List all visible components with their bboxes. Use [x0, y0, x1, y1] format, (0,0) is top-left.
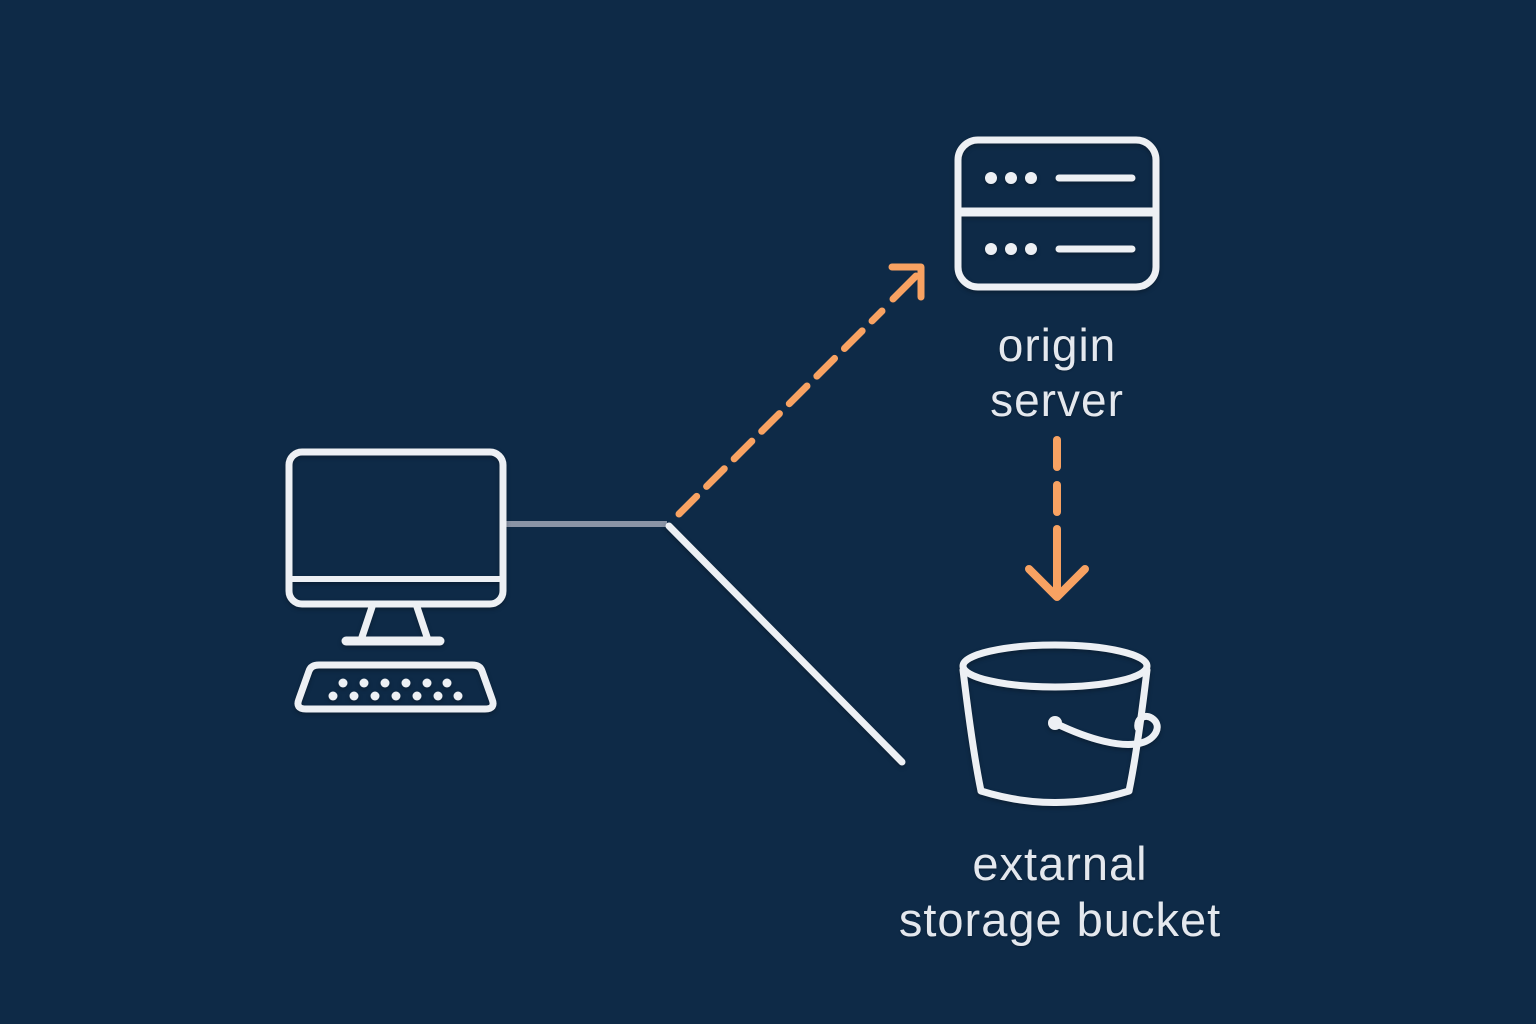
storage-bucket-label-line1: extarnal	[972, 837, 1148, 890]
keyboard-outline	[294, 661, 497, 713]
server-icon	[954, 136, 1160, 291]
client-to-origin-dashed-arrow	[675, 263, 925, 518]
client-to-bucket-line	[665, 522, 906, 766]
monitor-stand-right-leg	[413, 603, 431, 641]
desktop-computer-icon	[285, 448, 507, 713]
arrowhead-up-right	[888, 263, 925, 301]
origin-server-label-line1: origin	[997, 319, 1117, 371]
dashed-shaft	[675, 307, 886, 518]
storage-bucket-icon	[959, 641, 1161, 806]
arrowhead-shaft	[889, 272, 920, 303]
storage-bucket-label-line2: storage bucket	[898, 893, 1222, 946]
bucket-handle	[1051, 712, 1161, 748]
monitor-stand-left-leg	[358, 603, 376, 641]
bucket-left-side	[959, 666, 985, 795]
arrowhead-down	[1025, 565, 1089, 601]
bucket-bottom	[977, 787, 1133, 806]
monitor-screen	[285, 448, 507, 608]
server-top-row-dots	[985, 172, 1037, 184]
bucket-rim	[959, 641, 1151, 691]
server-bottom-row-dots	[985, 243, 1037, 255]
origin-server-label-line2: server	[990, 374, 1124, 426]
origin-to-bucket-dashed-arrow	[1025, 436, 1089, 601]
bucket-right-side	[1125, 666, 1151, 795]
keyboard-keys-dots	[328, 678, 463, 701]
storage-bucket-label: extarnal storage bucket	[850, 836, 1270, 948]
origin-server-label: origin server	[957, 318, 1157, 428]
